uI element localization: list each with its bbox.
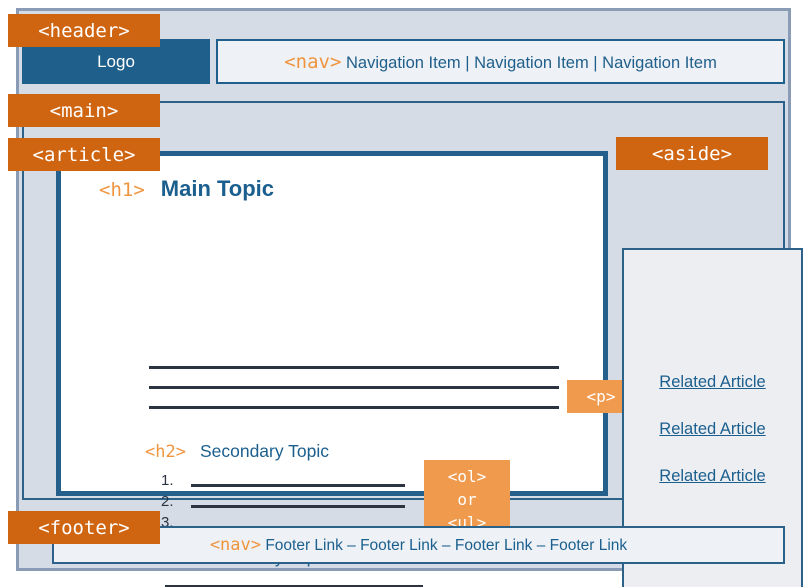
list-item-line: [191, 505, 405, 508]
h2-heading-text: Secondary Topic: [199, 441, 330, 461]
footer-region: <nav> Footer Link – Footer Link – Footer…: [52, 526, 785, 564]
tag-label-aside: <aside>: [616, 137, 768, 170]
list-item-number: 2.: [161, 493, 174, 510]
list-badge: <ol> or <ul>: [424, 460, 510, 539]
h1-tag-label: <h1>: [99, 179, 145, 201]
tag-label-main: <main>: [8, 94, 160, 127]
aside-link-list: Related Article Related Article Related …: [624, 373, 801, 486]
paragraph-line: [149, 386, 559, 389]
h2-row-one: <h2> Secondary Topic: [145, 441, 329, 462]
main-region: <h1> Main Topic <p> <h2> Secondary Topic…: [22, 101, 803, 587]
related-article-link[interactable]: Related Article: [659, 420, 766, 438]
h2-tag-label: <h2>: [145, 442, 186, 462]
h1-heading-text: Main Topic: [160, 176, 275, 201]
list-item: 2.: [161, 491, 405, 512]
footer-content: <nav> Footer Link – Footer Link – Footer…: [210, 535, 627, 555]
paragraph-placeholder-lines: [149, 366, 559, 409]
article-box: <h1> Main Topic <p> <h2> Secondary Topic…: [56, 151, 635, 587]
list-placeholder: 1. 2. 3.: [161, 470, 405, 533]
list-item: 1.: [161, 470, 405, 491]
ol-badge-line: <ol>: [447, 466, 487, 486]
paragraph-line: [149, 366, 559, 369]
logo-label: Logo: [97, 51, 135, 71]
paragraph-line: [149, 406, 559, 409]
footer-nav-tag-label: <nav>: [209, 535, 261, 555]
nav-block[interactable]: <nav> Navigation Item | Navigation Item …: [216, 39, 785, 84]
footer-links-text: Footer Link – Footer Link – Footer Link …: [265, 537, 628, 554]
list-item-number: 1.: [161, 472, 174, 489]
nav-items-text: Navigation Item | Navigation Item | Navi…: [345, 53, 717, 72]
related-article-link[interactable]: Related Article: [659, 373, 766, 391]
h1-row: <h1> Main Topic: [99, 176, 274, 202]
nav-content: <nav> Navigation Item | Navigation Item …: [284, 51, 717, 73]
nav-tag-label: <nav>: [284, 50, 342, 73]
ol-badge-or: or: [457, 489, 477, 509]
list-item-line: [191, 484, 405, 487]
tag-label-article: <article>: [8, 138, 160, 171]
related-article-link[interactable]: Related Article: [659, 467, 766, 485]
tag-label-header: <header>: [8, 14, 160, 47]
tag-label-footer: <footer>: [8, 511, 160, 544]
